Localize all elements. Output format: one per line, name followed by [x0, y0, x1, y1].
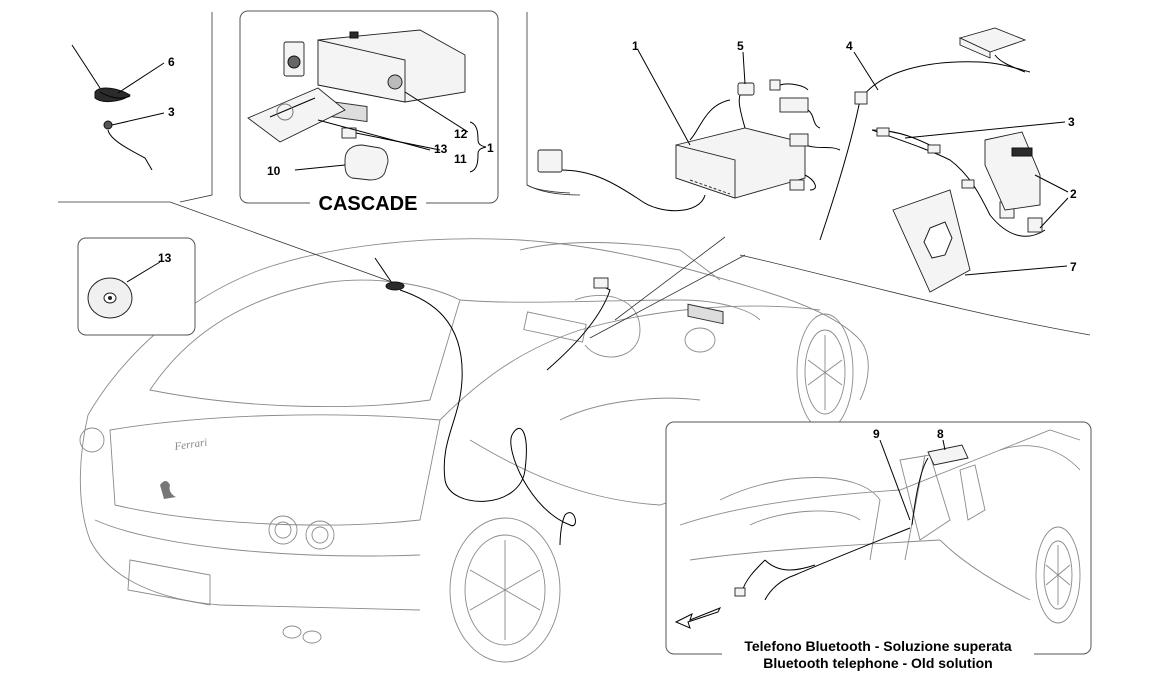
- callout-1-cascade: 1: [487, 141, 494, 155]
- callout-13-cascade: 13: [434, 142, 448, 156]
- callout-13-cd: 13: [158, 251, 172, 265]
- callout-9: 9: [873, 427, 880, 441]
- callout-11: 11: [454, 152, 467, 166]
- callout-2: 2: [1070, 187, 1077, 201]
- cascade-title: CASCADE: [319, 193, 418, 215]
- callout-3-main: 3: [1068, 115, 1075, 129]
- callout-6: 6: [168, 55, 175, 69]
- callout-brace: [469, 121, 487, 173]
- callout-7: 7: [1070, 260, 1077, 274]
- inset-leader-lines: [58, 12, 1091, 339]
- callout-3-antenna: 3: [168, 105, 175, 119]
- callout-8: 8: [937, 427, 944, 441]
- car-main-outline: Ferrari: [79, 238, 869, 663]
- callout-4: 4: [846, 39, 853, 53]
- main-parts-inset: 1 5 4 3 2 7: [526, 27, 1077, 325]
- callout-5: 5: [737, 39, 744, 53]
- callout-10: 10: [267, 164, 281, 178]
- svg-text:Ferrari: Ferrari: [173, 436, 208, 453]
- callout-1-main: 1: [632, 39, 639, 53]
- roof-antenna-cable: [374, 257, 611, 546]
- antenna-inset: 6 3: [71, 44, 175, 171]
- cascade-inset: 12 13 11 10 1 CASCADE: [239, 10, 499, 215]
- cd-inset: 13: [77, 237, 196, 336]
- bluetooth-caption-it: Telefono Bluetooth - Soluzione superata: [744, 638, 1012, 654]
- bluetooth-inset: 9 8 Telefono Bluetooth - Soluzione super…: [665, 421, 1092, 676]
- callout-12: 12: [454, 127, 468, 141]
- bluetooth-caption-en: Bluetooth telephone - Old solution: [763, 655, 992, 671]
